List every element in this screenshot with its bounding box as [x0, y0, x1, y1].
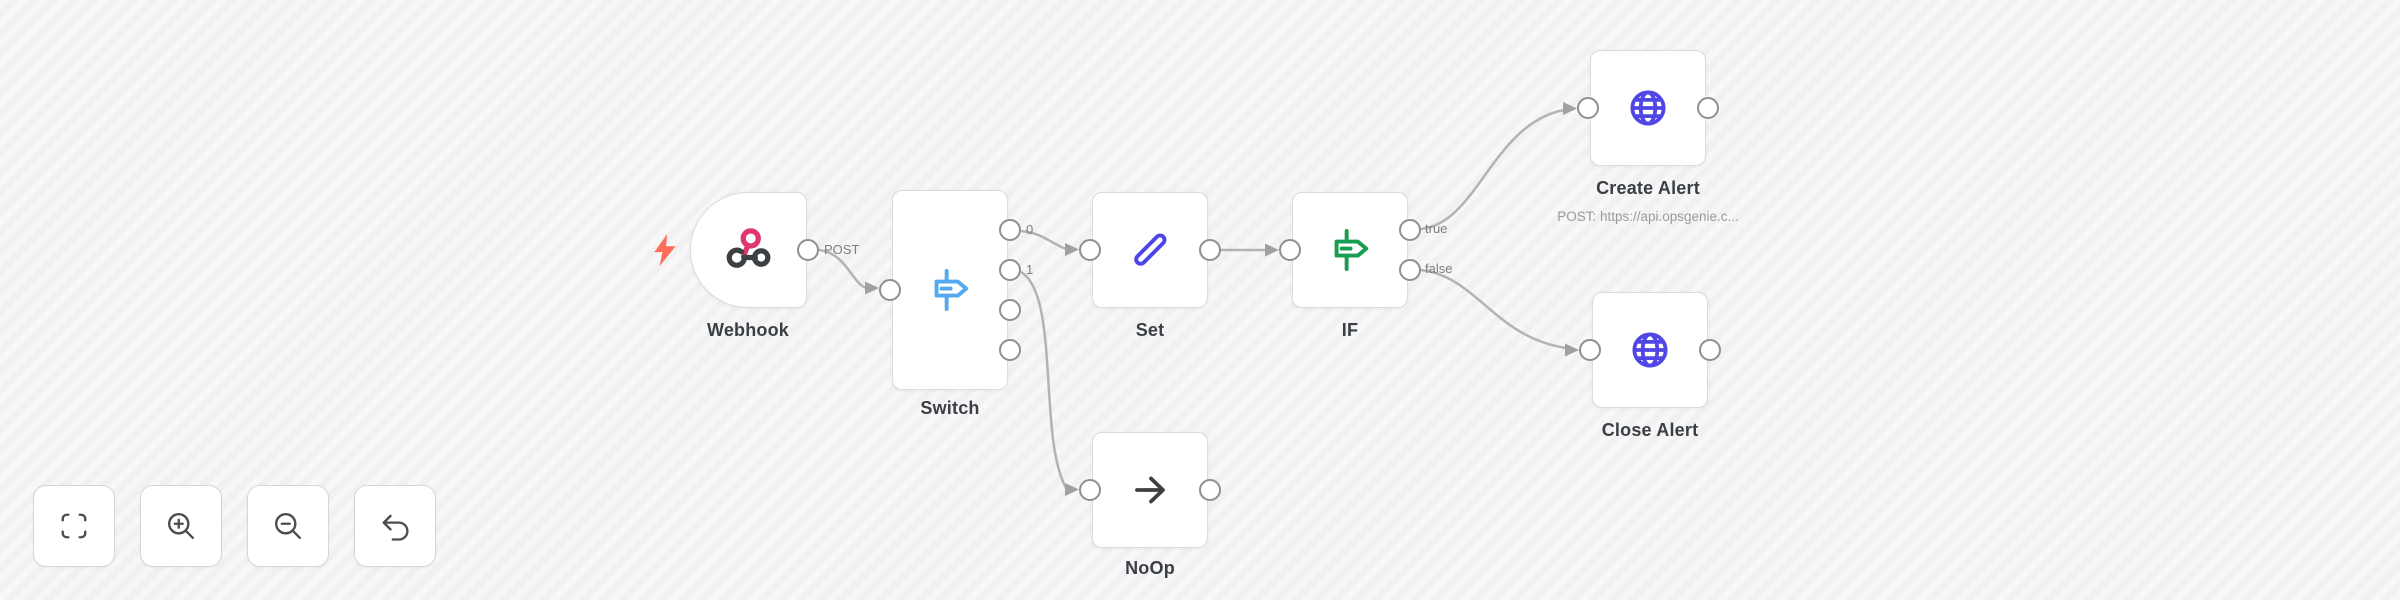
- globe-icon: [1630, 90, 1666, 126]
- port-noop-output[interactable]: [1199, 479, 1221, 501]
- node-label-close-alert: Close Alert: [1601, 420, 1699, 440]
- port-label-post: POST: [824, 242, 860, 257]
- node-create-alert[interactable]: [1590, 50, 1706, 166]
- node-label-switch: Switch: [920, 398, 980, 418]
- node-subtitle-create-alert: POST: https://api.opsgenie.c...: [1557, 209, 1739, 224]
- port-switch-output-3[interactable]: [999, 339, 1021, 361]
- arrowhead: [1065, 483, 1079, 496]
- zoom-in-button[interactable]: [140, 485, 222, 567]
- node-label-noop: NoOp: [1125, 558, 1175, 578]
- node-label-create-alert: Create Alert: [1596, 178, 1700, 198]
- node-label-webhook: Webhook: [706, 320, 790, 340]
- port-label-switch-1: 1: [1026, 262, 1034, 277]
- port-set-input[interactable]: [1079, 239, 1101, 261]
- port-create-alert-input[interactable]: [1577, 97, 1599, 119]
- port-switch-output-1[interactable]: [999, 259, 1021, 281]
- zoom-in-icon: [168, 513, 194, 539]
- reset-zoom-button[interactable]: [354, 485, 436, 567]
- zoom-out-button[interactable]: [247, 485, 329, 567]
- fit-view-icon: [61, 513, 87, 539]
- if-signpost-icon: [1334, 229, 1369, 271]
- arrowhead: [1065, 243, 1079, 256]
- port-close-alert-input[interactable]: [1579, 339, 1601, 361]
- port-if-output-false[interactable]: [1399, 259, 1421, 281]
- port-noop-input[interactable]: [1079, 479, 1101, 501]
- arrow-right-icon: [1135, 476, 1165, 504]
- canvas-controls: [33, 485, 436, 567]
- port-create-alert-output[interactable]: [1697, 97, 1719, 119]
- arrowhead: [865, 281, 879, 295]
- arrowhead: [1565, 343, 1579, 357]
- port-webhook-output[interactable]: [797, 239, 819, 261]
- port-switch-output-2[interactable]: [999, 299, 1021, 321]
- node-close-alert[interactable]: [1592, 292, 1708, 408]
- port-label-true: true: [1425, 221, 1448, 236]
- arrowhead: [1563, 102, 1577, 115]
- trigger-bolt-icon: [654, 234, 676, 266]
- node-noop[interactable]: [1092, 432, 1208, 548]
- port-switch-input[interactable]: [879, 279, 901, 301]
- node-label-if: IF: [1341, 320, 1359, 340]
- node-set[interactable]: [1092, 192, 1208, 308]
- undo-arrow-icon: [382, 514, 409, 541]
- fit-view-button[interactable]: [33, 485, 115, 567]
- port-switch-output-0[interactable]: [999, 219, 1021, 241]
- port-label-switch-0: 0: [1026, 222, 1034, 237]
- arrowhead: [1265, 243, 1279, 257]
- port-label-false: false: [1425, 261, 1453, 276]
- port-if-input[interactable]: [1279, 239, 1301, 261]
- edge-switch1-noop: [1020, 270, 1068, 489]
- webhook-icon: [726, 228, 770, 268]
- port-if-output-true[interactable]: [1399, 219, 1421, 241]
- pencil-icon: [1134, 233, 1167, 266]
- node-webhook[interactable]: [690, 192, 807, 308]
- node-label-set: Set: [1135, 320, 1165, 340]
- port-set-output[interactable]: [1199, 239, 1221, 261]
- switch-icon: [934, 269, 969, 311]
- zoom-out-icon: [275, 513, 301, 539]
- port-close-alert-output[interactable]: [1699, 339, 1721, 361]
- node-if[interactable]: [1292, 192, 1408, 308]
- node-switch[interactable]: [892, 190, 1008, 390]
- globe-icon: [1632, 332, 1668, 368]
